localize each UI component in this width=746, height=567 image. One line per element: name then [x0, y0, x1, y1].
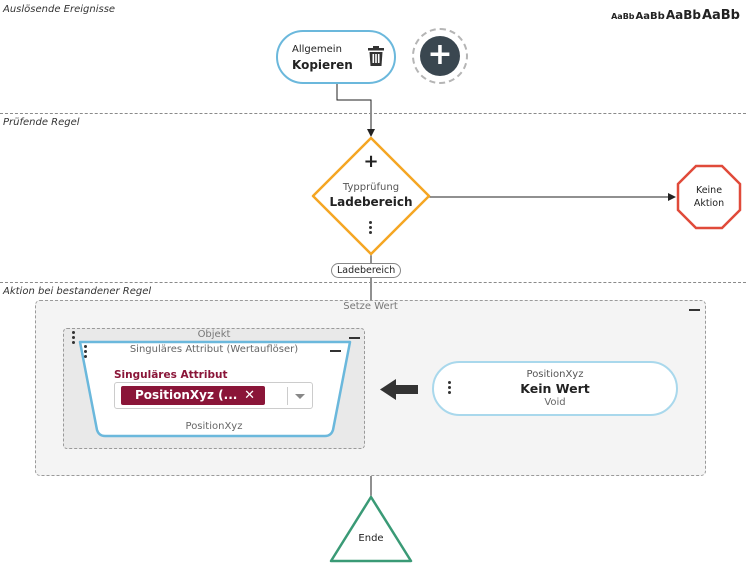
trigger-node-title: Kopieren [292, 58, 353, 72]
end-node-label[interactable]: Ende [358, 533, 384, 544]
selected-attribute-chip[interactable]: PositionXyz (... ✕ [121, 386, 265, 405]
object-title: Objekt [197, 329, 231, 340]
check-menu-icon[interactable] [369, 221, 373, 236]
check-add-icon[interactable]: + [363, 151, 379, 172]
add-node-placeholder[interactable]: + [412, 28, 468, 84]
no-action-octagon-shape [676, 164, 742, 230]
chevron-down-icon[interactable] [295, 394, 305, 399]
select-separator [287, 387, 288, 405]
section-action-label: Aktion bei bestandener Regel [3, 286, 152, 297]
resolver-output-type: PositionXyz [185, 421, 243, 432]
font-size-xlarge[interactable]: AaBb [701, 8, 740, 23]
resolver-title: Singuläres Attribut (Wertauflöser) [129, 344, 299, 355]
edge-label: Ladebereich [331, 263, 402, 278]
chip-remove-icon[interactable]: ✕ [244, 388, 255, 403]
object-menu-icon[interactable] [72, 331, 76, 346]
source-node-title: Kein Wert [520, 381, 590, 396]
source-node-type: Void [544, 397, 566, 408]
font-size-selector[interactable]: AaBbAaBbAaBbAaBb [610, 4, 740, 23]
end-triangle-shape [329, 495, 413, 563]
font-size-small[interactable]: AaBb [611, 12, 635, 21]
source-menu-icon[interactable] [448, 381, 452, 396]
section-divider-1 [0, 113, 746, 114]
resolver-field-label: Singuläres Attribut [114, 369, 228, 381]
section-check-label: Prüfende Regel [3, 117, 80, 128]
section-trigger-label: Auslösende Ereignisse [3, 4, 116, 15]
trigger-node-subtitle: Allgemein [292, 44, 342, 55]
set-value-title: Setze Wert [343, 301, 398, 312]
attribute-select[interactable]: PositionXyz (... ✕ [114, 382, 313, 409]
resolver-menu-icon[interactable] [84, 345, 88, 360]
edge-trigger-to-check [336, 84, 375, 137]
check-node-subtitle: Typprüfung [342, 182, 400, 193]
selected-attribute-value: PositionXyz (... [135, 388, 238, 402]
set-value-collapse-icon[interactable] [689, 309, 700, 311]
check-diamond-shape [311, 136, 431, 256]
object-collapse-icon[interactable] [349, 337, 360, 339]
no-action-line1: Keine [695, 185, 723, 196]
no-action-line2: Aktion [693, 198, 725, 209]
no-action-node[interactable]: Keine Aktion [676, 184, 742, 210]
font-size-large[interactable]: AaBb [665, 8, 701, 22]
font-size-medium[interactable]: AaBb [635, 11, 665, 22]
source-node[interactable] [432, 361, 678, 416]
check-node-title: Ladebereich [329, 195, 413, 209]
add-circle-icon[interactable]: + [420, 36, 460, 76]
trash-icon[interactable] [367, 46, 385, 66]
trigger-node[interactable]: Allgemein Kopieren [276, 30, 396, 84]
section-divider-2 [0, 282, 746, 283]
resolver-collapse-icon[interactable] [330, 350, 341, 352]
source-node-subtitle: PositionXyz [526, 369, 584, 380]
